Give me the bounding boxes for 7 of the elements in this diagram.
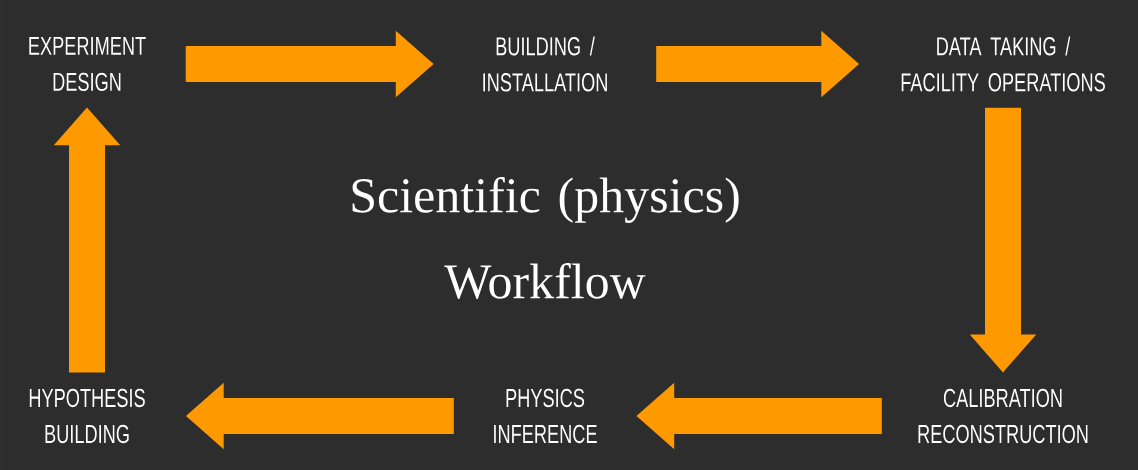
step-label: EXPERIMENT DESIGN [29, 36, 146, 92]
step-label: CALIBRATION RECONSTRUCTION [918, 388, 1088, 444]
step-label: PHYSICS INFERENCE [494, 388, 597, 444]
title: Scientific (physics) Workflow [352, 177, 739, 299]
step-label: DATA TAKING / FACILITY OPERATIONS [901, 36, 1105, 92]
step-label: HYPOTHESIS BUILDING [29, 388, 145, 444]
step-label: BUILDING / INSTALLATION [483, 36, 607, 92]
